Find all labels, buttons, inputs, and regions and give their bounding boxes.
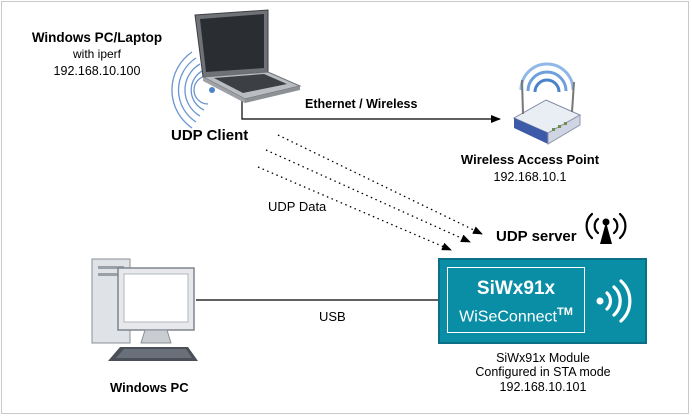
module-caption-line1: SiWx91x Module (496, 351, 590, 365)
ethernet-link-arrow (241, 95, 501, 123)
siwx91x-module: SiWx91x WiSeConnectTM (438, 258, 647, 344)
ethernet-wireless-label: Ethernet / Wireless (305, 97, 418, 111)
laptop-title: Windows PC/Laptop (31, 30, 163, 45)
windows-pc-label: Windows PC (110, 380, 189, 395)
wireless-signal-icon (596, 279, 632, 323)
access-point-title: Wireless Access Point (460, 152, 600, 167)
module-name-box: SiWx91x WiSeConnectTM (447, 267, 585, 333)
laptop-subtitle: with iperf (72, 47, 122, 61)
module-brand: WiSeConnect (459, 308, 557, 326)
module-name: SiWx91x (476, 278, 556, 299)
usb-label: USB (319, 309, 346, 324)
module-trademark: TM (556, 306, 573, 318)
module-caption-line2: Configured in STA mode (475, 365, 611, 379)
module-ip: 192.168.10.101 (499, 380, 587, 394)
udp-data-label: UDP Data (268, 199, 327, 214)
module-brand-row: WiSeConnectTM (448, 306, 584, 326)
udp-server-label: UDP server (496, 228, 577, 245)
access-point-ip: 192.168.10.1 (493, 170, 567, 184)
udp-client-label: UDP Client (171, 127, 249, 144)
udp-data-arrow-3 (257, 166, 452, 251)
udp-data-arrow-2 (265, 149, 471, 243)
laptop-ip: 192.168.10.100 (53, 64, 141, 78)
